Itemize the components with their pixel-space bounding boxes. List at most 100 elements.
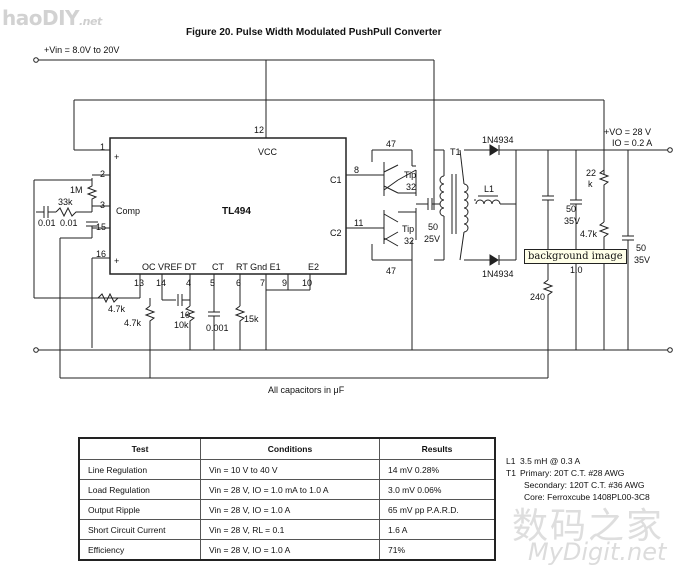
pin-number: 2 (100, 169, 105, 179)
comp-label: Comp (116, 206, 140, 216)
note-row: Core: Ferroxcube 1408PL00-3C8 (506, 491, 650, 503)
pin-number: 13 (134, 278, 144, 288)
resistor-value: 33k (58, 197, 73, 207)
transistor-label: Tip (404, 170, 416, 180)
capacitor-value: 0.001 (206, 323, 229, 333)
table-cell: Vin = 28 V, RL = 0.1 (200, 519, 380, 540)
figure-title: Figure 20. Pulse Width Modulated PushPul… (186, 27, 442, 38)
resistor-value: 47 (386, 266, 396, 276)
pin-number: 12 (254, 125, 264, 135)
table-cell: 1.6 A (379, 519, 496, 540)
table-cell: Vin = 28 V, IO = 1.0 A (200, 499, 380, 520)
chip-name: TL494 (222, 206, 251, 217)
t1-label: T1 (450, 147, 461, 157)
pin-number: 10 (302, 278, 312, 288)
vin-label: +Vin = 8.0V to 20V (44, 45, 119, 55)
tooltip-background-image: background image (524, 249, 627, 264)
table-row: Short Circuit Current Vin = 28 V, RL = 0… (78, 519, 496, 540)
table-cell: 71% (379, 539, 496, 561)
table-cell: Short Circuit Current (78, 519, 201, 540)
table-cell: Load Regulation (78, 479, 201, 500)
capacitor-value: 0.01 (60, 218, 78, 228)
pin-number: 7 (260, 278, 265, 288)
resistor-value: 15k (244, 314, 259, 324)
pin-number: 4 (186, 278, 191, 288)
vcc-label: VCC (258, 147, 278, 157)
resistor-value: 4.7k (124, 318, 142, 328)
note-value: Secondary: 120T C.T. #36 AWG (524, 480, 645, 490)
pin-number: 5 (210, 278, 215, 288)
capacitor-value: 35V (564, 216, 580, 226)
table-row: Line Regulation Vin = 10 V to 40 V 14 mV… (78, 459, 496, 480)
table-row: Efficiency Vin = 28 V, IO = 1.0 A 71% (78, 539, 496, 561)
note-row: T1 Primary: 20T C.T. #28 AWG (506, 467, 650, 479)
table-cell: Line Regulation (78, 459, 201, 480)
watermark-cn: 数码之家 (512, 506, 665, 547)
table-row: Output Ripple Vin = 28 V, IO = 1.0 A 65 … (78, 499, 496, 520)
bottom-pin-labels: OC VREF DT (142, 262, 197, 272)
resistor-value: 4.7k (580, 229, 598, 239)
column-header-conditions: Conditions (200, 437, 380, 460)
transistor-label: 32 (404, 236, 414, 246)
resistor-value: 240 (530, 292, 545, 302)
capacitor-value: 35V (634, 255, 650, 265)
e2-label: E2 (308, 262, 319, 272)
component-notes: L1 3.5 mH @ 0.3 A T1 Primary: 20T C.T. #28… (506, 455, 650, 503)
site-logo-watermark: haoDIY.net (2, 6, 102, 30)
pin-number: 15 (96, 222, 106, 232)
note-key: L1 (506, 456, 516, 466)
capacitor-value: 50 (566, 204, 576, 214)
table-cell: Vin = 28 V, IO = 1.0 A (200, 539, 380, 561)
note-value: Primary: 20T C.T. #28 AWG (520, 468, 625, 478)
ct-label: CT (212, 262, 224, 272)
c1-label: C1 (330, 175, 342, 185)
transistor-label: Tip (402, 224, 414, 234)
table-cell: Vin = 10 V to 40 V (200, 459, 380, 480)
capacitor-value: 25V (424, 234, 440, 244)
resistor-value: 47 (386, 139, 396, 149)
column-header-test: Test (78, 437, 201, 460)
transistor-label: 32 (406, 182, 416, 192)
pin-number: 9 (282, 278, 287, 288)
table-header-row: Test Conditions Results (78, 437, 496, 460)
table-cell: 65 mV pp P.A.R.D. (379, 499, 496, 520)
pin-number: 3 (100, 200, 105, 210)
capacitor-value: 50 (636, 243, 646, 253)
plus-sign: + (114, 256, 119, 266)
table-cell: 3.0 mV 0.06% (379, 479, 496, 500)
capacitor-value: 10 (180, 310, 190, 320)
capacitor-value: 0.01 (38, 218, 56, 228)
capacitor-unit-note: All capacitors in μF (268, 385, 345, 395)
table-cell: Vin = 28 V, IO = 1.0 mA to 1.0 A (200, 479, 380, 500)
note-row: L1 3.5 mH @ 0.3 A (506, 455, 650, 467)
watermark-en: MyDigit.net (528, 538, 667, 566)
resistor-value: 1M (70, 185, 83, 195)
diode-label: 1N4934 (482, 269, 514, 279)
resistor-value: 22 (586, 168, 596, 178)
capacitor-value: 1.0 (570, 265, 583, 275)
capacitor-value: 50 (428, 222, 438, 232)
table-cell: Efficiency (78, 539, 201, 561)
pin-number: 1 (100, 142, 105, 152)
results-table: Test Conditions Results Line Regulation … (78, 437, 496, 561)
note-value: 3.5 mH @ 0.3 A (520, 456, 581, 466)
note-key: T1 (506, 468, 516, 478)
pin-number: 14 (156, 278, 166, 288)
pin-number: 16 (96, 249, 106, 259)
vo-label: +VO = 28 V (604, 127, 651, 137)
pin-number: 8 (354, 165, 359, 175)
table-cell: Output Ripple (78, 499, 201, 520)
resistor-value: k (588, 179, 593, 189)
table-row: Load Regulation Vin = 28 V, IO = 1.0 mA … (78, 479, 496, 500)
resistor-value: 4.7k (108, 304, 126, 314)
table-cell: 14 mV 0.28% (379, 459, 496, 480)
note-row: Secondary: 120T C.T. #36 AWG (506, 479, 650, 491)
resistor-value: 10k (174, 320, 189, 330)
pin-number: 11 (354, 218, 363, 228)
diode-label: 1N4934 (482, 135, 514, 145)
c2-label: C2 (330, 228, 342, 238)
io-label: IO = 0.2 A (612, 138, 652, 148)
plus-sign: + (114, 152, 119, 162)
note-value: Core: Ferroxcube 1408PL00-3C8 (524, 492, 650, 502)
